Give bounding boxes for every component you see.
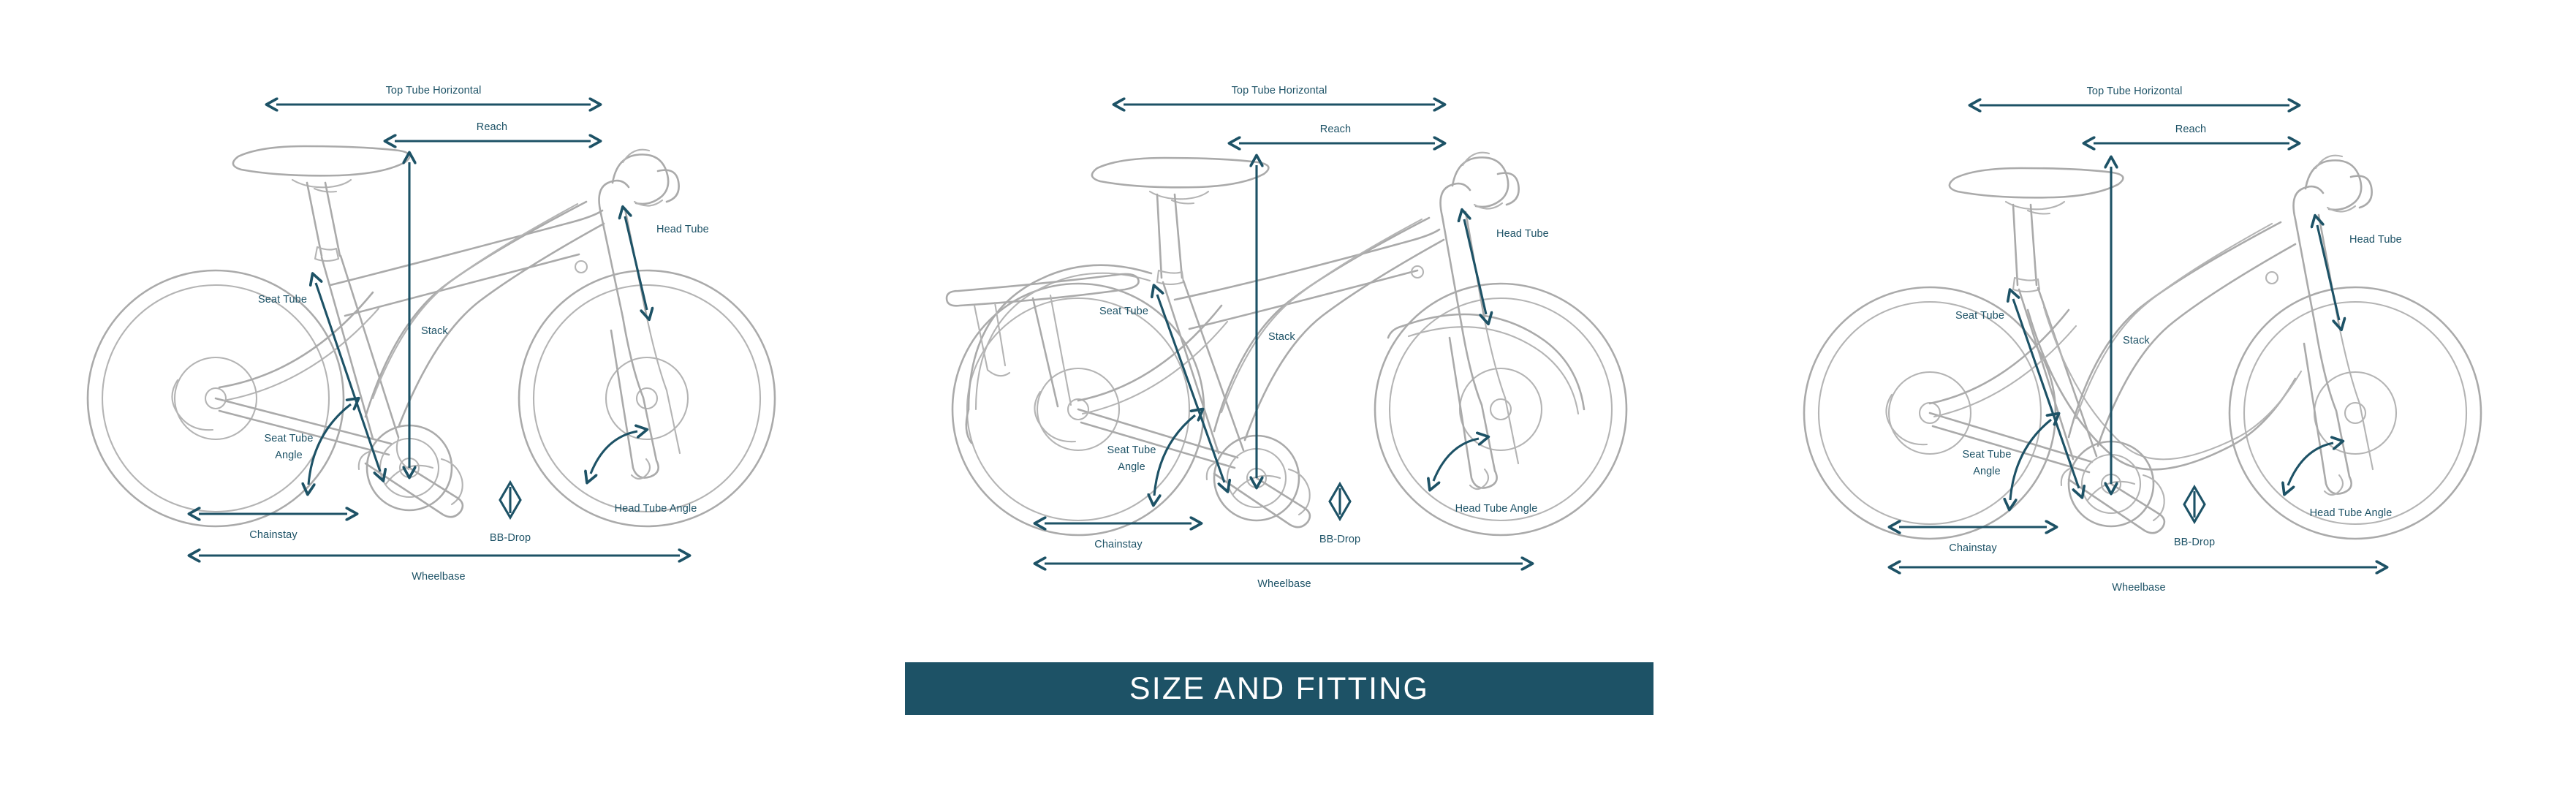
dimension-head-tube-angle-3: Head Tube Angle <box>2288 443 2392 519</box>
label-bb-drop: BB-Drop <box>2174 537 2215 548</box>
dimension-reach-3: Reach <box>2094 124 2289 143</box>
size-and-fitting-banner: SIZE AND FITTING <box>905 662 1653 715</box>
dimension-stack-2: Stack <box>1257 165 1295 478</box>
label-head-tube: Head Tube <box>1496 228 1549 240</box>
dimension-top-tube-horizontal-2: Top Tube Horizontal <box>1124 85 1435 105</box>
label-stack: Stack <box>421 325 448 337</box>
dimension-bb-drop-2: BB-Drop <box>1319 481 1360 545</box>
dimension-head-tube-2: Head Tube <box>1464 219 1549 314</box>
label-seat-tube-angle-line2: Angle <box>1118 461 1145 473</box>
label-head-tube-angle: Head Tube Angle <box>2310 507 2393 519</box>
label-wheelbase: Wheelbase <box>412 571 465 583</box>
label-seat-tube-angle-line1: Seat Tube <box>264 433 313 444</box>
label-seat-tube: Seat Tube <box>1955 310 2004 322</box>
dimension-seat-tube-3: Seat Tube <box>1955 299 2079 488</box>
banner-title: SIZE AND FITTING <box>1129 670 1430 706</box>
label-reach: Reach <box>477 121 507 133</box>
label-seat-tube-angle-line1: Seat Tube <box>1962 449 2011 461</box>
dimension-wheelbase-3: Wheelbase <box>1899 567 2377 594</box>
bike-diagram-1: Top Tube Horizontal Reach Head Tube Stac… <box>0 0 859 658</box>
dimension-seat-tube-angle-2: Seat Tube Angle <box>1107 415 1195 496</box>
label-reach: Reach <box>1320 124 1351 135</box>
label-top-tube-horizontal: Top Tube Horizontal <box>386 85 482 96</box>
dimension-bb-drop-3: BB-Drop <box>2174 484 2215 548</box>
dimension-seat-tube-2: Seat Tube <box>1099 295 1224 482</box>
label-chainstay: Chainstay <box>1094 539 1143 550</box>
dimension-chainstay-1: Chainstay <box>199 514 347 541</box>
label-stack: Stack <box>2123 335 2150 346</box>
label-reach: Reach <box>2175 124 2206 135</box>
dimension-chainstay-3: Chainstay <box>1899 527 2047 554</box>
bicycle-illustration-2 <box>945 151 1628 537</box>
label-bb-drop: BB-Drop <box>490 532 531 544</box>
label-seat-tube: Seat Tube <box>1099 306 1148 317</box>
dimension-head-tube-angle-2: Head Tube Angle <box>1433 439 1537 515</box>
dimension-seat-tube-angle-3: Seat Tube Angle <box>1962 420 2051 500</box>
label-head-tube-angle: Head Tube Angle <box>1455 503 1538 515</box>
dimension-seat-tube-1: Seat Tube <box>258 283 380 471</box>
dimension-stack-3: Stack <box>2111 167 2150 484</box>
label-seat-tube-angle-line1: Seat Tube <box>1107 444 1156 456</box>
label-top-tube-horizontal: Top Tube Horizontal <box>2087 86 2183 97</box>
label-head-tube: Head Tube <box>2349 234 2402 246</box>
label-top-tube-horizontal: Top Tube Horizontal <box>1232 85 1327 96</box>
label-head-tube-angle: Head Tube Angle <box>615 503 697 515</box>
label-seat-tube: Seat Tube <box>258 294 307 306</box>
bike-diagram-2: Top Tube Horizontal Reach Head Tube Stac… <box>859 0 1718 658</box>
label-seat-tube-angle-line2: Angle <box>275 450 303 461</box>
dimension-seat-tube-angle-1: Seat Tube Angle <box>264 404 351 485</box>
label-head-tube: Head Tube <box>656 224 709 235</box>
label-wheelbase: Wheelbase <box>2112 582 2165 594</box>
label-wheelbase: Wheelbase <box>1257 578 1311 590</box>
dimension-reach-1: Reach <box>395 121 591 141</box>
dimension-top-tube-horizontal-3: Top Tube Horizontal <box>1980 86 2289 105</box>
dimension-chainstay-2: Chainstay <box>1045 523 1192 550</box>
label-stack: Stack <box>1268 331 1295 343</box>
dimension-wheelbase-2: Wheelbase <box>1045 564 1523 590</box>
label-chainstay: Chainstay <box>1949 542 1997 554</box>
label-chainstay: Chainstay <box>249 529 298 541</box>
dimension-reach-2: Reach <box>1239 124 1435 143</box>
dimension-stack-1: Stack <box>409 162 448 468</box>
dimension-wheelbase-1: Wheelbase <box>199 556 680 583</box>
dimension-head-tube-1: Head Tube <box>625 216 709 310</box>
bike-diagram-3: Top Tube Horizontal Reach Head Tube Stac… <box>1718 0 2576 658</box>
dimension-bb-drop-1: BB-Drop <box>490 480 531 544</box>
label-seat-tube-angle-line2: Angle <box>1973 466 2001 477</box>
dimension-top-tube-horizontal-1: Top Tube Horizontal <box>276 85 591 105</box>
bicycle-illustration-3 <box>1803 154 2482 540</box>
dimension-head-tube-angle-1: Head Tube Angle <box>591 431 697 515</box>
label-bb-drop: BB-Drop <box>1319 534 1360 545</box>
dimension-head-tube-3: Head Tube <box>2317 225 2402 320</box>
